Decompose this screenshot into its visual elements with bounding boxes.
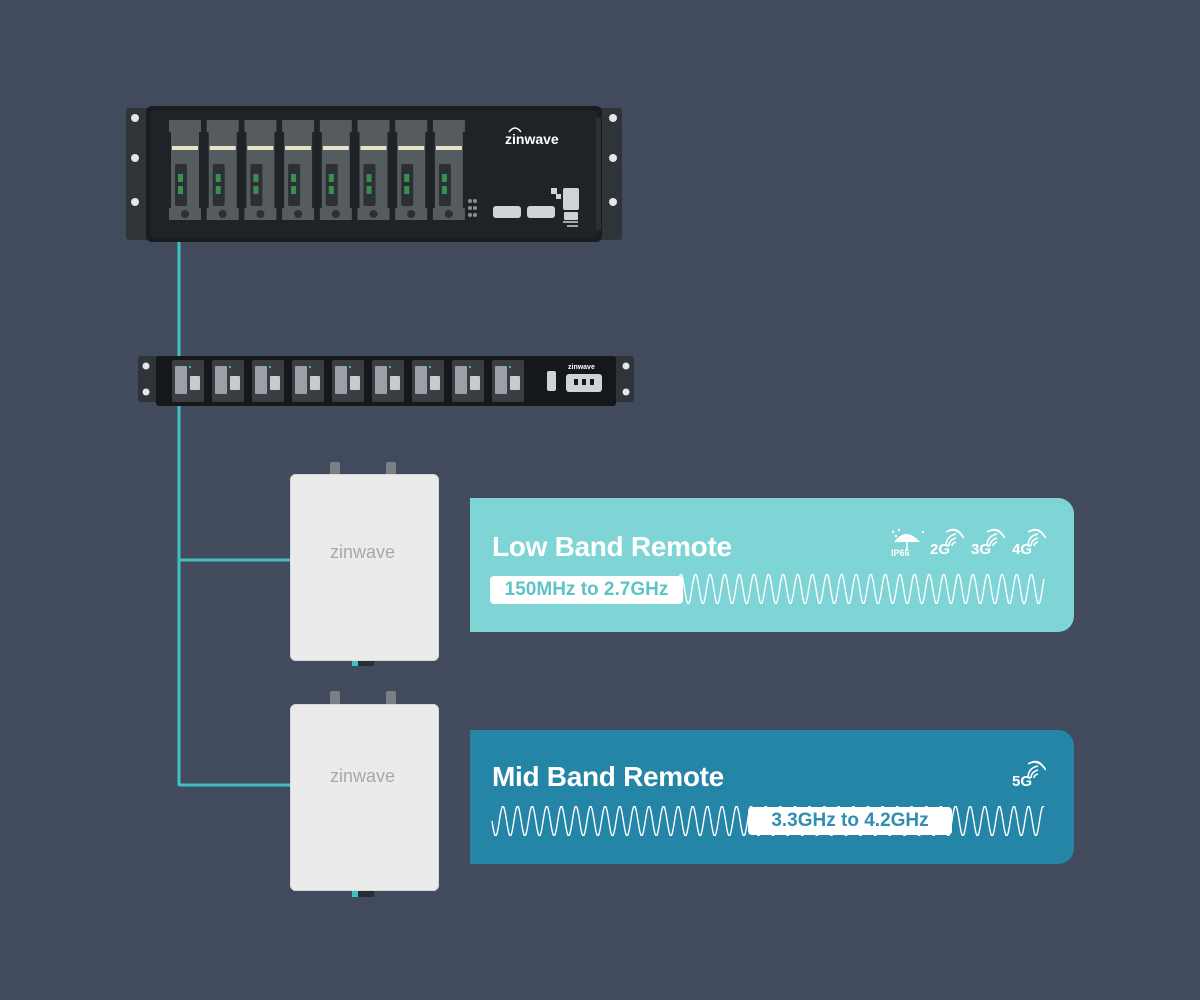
mid-band-remote-unit: zinwave [290, 691, 440, 899]
expansion-shelf-card [292, 360, 324, 402]
4g-signal-icon: 4G [1012, 528, 1048, 558]
remote-unit-connectors-icon [330, 691, 396, 897]
expansion-shelf-card [372, 360, 404, 402]
head-end-line-card [282, 120, 315, 220]
mid-band-frequency-range: 3.3GHz to 4.2GHz [748, 807, 952, 835]
weatherproof-umbrella-icon [891, 528, 925, 550]
low-band-remote-logo: zinwave [330, 542, 396, 562]
mid-band-remote-card: Mid Band Remote 3.3GHz to 4.2GHz 5G [470, 730, 1074, 864]
head-end-line-card [395, 120, 428, 220]
head-end-line-card [206, 120, 239, 220]
mid-band-remote-title: Mid Band Remote [492, 761, 724, 792]
expansion-shelf [138, 356, 634, 406]
expansion-shelf-card [452, 360, 484, 402]
expansion-shelf-card [252, 360, 284, 402]
5g-signal-icon: 5G [1012, 760, 1048, 790]
low-band-wave [669, 574, 1045, 604]
head-end-logo: zinwave [505, 131, 559, 147]
head-end-logo-signal-icon [508, 127, 522, 133]
head-end-line-card [244, 120, 277, 220]
low-band-remote-card: Low Band Remote 150MHz to 2.7GHz IP66 2G… [470, 498, 1074, 632]
expansion-shelf-card [212, 360, 244, 402]
2g-signal-icon: 2G [930, 528, 966, 558]
head-end-line-card [432, 120, 465, 220]
expansion-shelf-card [172, 360, 204, 402]
low-band-frequency-range: 150MHz to 2.7GHz [490, 576, 683, 604]
head-end-line-card [357, 120, 390, 220]
head-end-line-card [319, 120, 352, 220]
head-end-chassis [126, 106, 622, 242]
expansion-shelf-card [412, 360, 444, 402]
head-end-line-card [169, 120, 201, 220]
expansion-shelf-card [332, 360, 364, 402]
mid-band-remote-logo: zinwave [330, 766, 396, 786]
expansion-shelf-card [492, 360, 524, 402]
3g-signal-icon: 3G [971, 528, 1007, 558]
expansion-shelf-logo: zinwave [568, 364, 595, 371]
low-band-remote-title: Low Band Remote [492, 531, 732, 562]
low-band-remote-unit: zinwave [290, 462, 440, 667]
ip66-rating-label: IP66 [891, 548, 910, 558]
